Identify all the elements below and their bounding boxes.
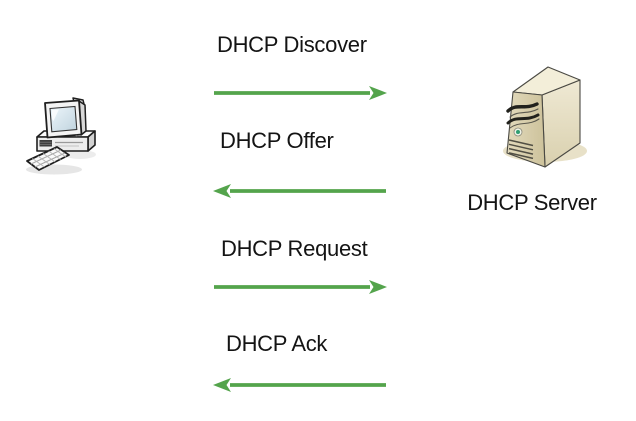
message-label: DHCP Ack: [226, 331, 328, 356]
arrow-left-icon: [213, 184, 386, 198]
client-computer-icon: [26, 97, 96, 175]
arrow-right-icon: [214, 86, 387, 100]
message-label: DHCP Discover: [217, 32, 367, 57]
shadow: [64, 150, 96, 159]
server-label: DHCP Server: [467, 190, 597, 215]
message-label: DHCP Request: [221, 236, 368, 261]
message-label: DHCP Offer: [220, 128, 334, 153]
dhcp-server-icon: [503, 66, 587, 168]
arrow-left-icon: [213, 378, 386, 392]
arrow-right-icon: [214, 280, 387, 294]
